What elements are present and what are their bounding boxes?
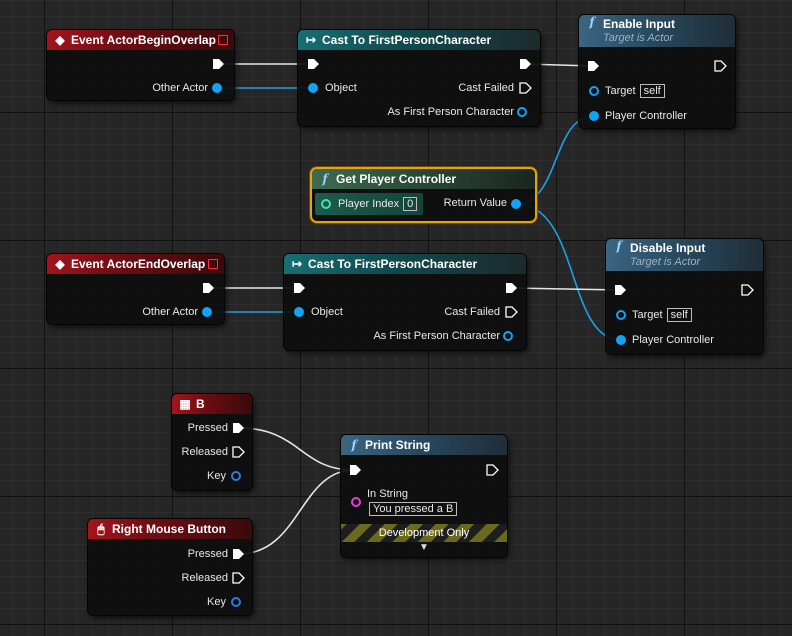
node-title: B xyxy=(196,397,205,411)
target-value-field[interactable]: self xyxy=(666,308,692,322)
node-header[interactable]: f Print String xyxy=(341,435,507,455)
delegate-pin-icon[interactable] xyxy=(208,259,218,269)
cast-arrow-icon: ↦ xyxy=(291,257,303,271)
node-header[interactable]: f Get Player Controller xyxy=(312,169,535,189)
node-header[interactable]: f Disable Input Target is Actor xyxy=(606,239,763,271)
expand-arrow-icon[interactable]: ▼ xyxy=(419,542,429,553)
in-string-label: In String xyxy=(367,488,408,500)
node-title: Cast To FirstPersonCharacter xyxy=(322,33,492,47)
keyboard-icon: ▦ xyxy=(179,397,191,411)
released-label: Released xyxy=(181,572,228,584)
node-subtitle: Target is Actor xyxy=(603,32,674,44)
function-icon: f xyxy=(322,172,328,186)
in-string-pin[interactable] xyxy=(351,497,361,507)
released-label: Released xyxy=(181,446,228,458)
pressed-label: Pressed xyxy=(187,422,228,434)
key-label: Key xyxy=(207,596,226,608)
key-pin[interactable] xyxy=(231,597,241,607)
target-value-field[interactable]: self xyxy=(639,84,665,98)
node-title: Get Player Controller xyxy=(336,172,457,186)
object-label: Object xyxy=(311,306,343,318)
function-icon: f xyxy=(616,239,622,253)
function-icon: f xyxy=(351,438,357,452)
node-title: Event ActorEndOverlap xyxy=(71,257,206,271)
return-value-label: Return Value xyxy=(443,197,507,209)
other-actor-pin[interactable] xyxy=(202,307,212,317)
node-header[interactable]: ↦ Cast To FirstPersonCharacter xyxy=(298,30,540,50)
player-index-pin[interactable] xyxy=(321,199,331,209)
other-actor-label: Other Actor xyxy=(152,82,208,94)
cast-to-first-person-character-node[interactable]: ↦ Cast To FirstPersonCharacter Object Ca… xyxy=(298,30,540,126)
node-title: Cast To FirstPersonCharacter xyxy=(308,257,478,271)
exec-wire xyxy=(238,427,355,471)
event-actor-begin-overlap-node[interactable]: ◆ Event ActorBeginOverlap Other Actor xyxy=(47,30,234,100)
player-index-row xyxy=(315,193,423,215)
node-subtitle: Target is Actor xyxy=(630,256,701,268)
exec-wire xyxy=(238,469,355,555)
in-string-value-field[interactable]: You pressed a B xyxy=(369,502,458,516)
player-index-label: Player Index xyxy=(338,198,400,210)
event-diamond-icon: ◆ xyxy=(55,257,65,271)
node-header[interactable]: f Enable Input Target is Actor xyxy=(579,15,735,47)
target-pin[interactable] xyxy=(589,86,599,96)
player-controller-label: Player Controller xyxy=(632,334,714,346)
other-actor-label: Other Actor xyxy=(142,306,198,318)
node-title: Print String xyxy=(365,438,431,452)
right-mouse-button-input-node[interactable]: 🖱 Right Mouse Button Pressed Released Ke… xyxy=(88,519,252,615)
target-label: Target xyxy=(605,85,636,97)
print-string-node[interactable]: f Print String In String You pressed a B… xyxy=(341,435,507,557)
node-title: Enable Input xyxy=(603,17,675,31)
node-title: Event ActorBeginOverlap xyxy=(71,33,216,47)
node-title: Disable Input xyxy=(630,241,706,255)
node-title: Right Mouse Button xyxy=(112,522,226,536)
as-first-person-character-label: As First Person Character xyxy=(373,330,500,342)
node-header[interactable]: 🖱 Right Mouse Button xyxy=(88,519,252,539)
event-diamond-icon: ◆ xyxy=(55,33,65,47)
key-pin[interactable] xyxy=(231,471,241,481)
node-header[interactable]: ↦ Cast To FirstPersonCharacter xyxy=(284,254,526,274)
object-pin[interactable] xyxy=(308,83,318,93)
node-header[interactable]: ▦ B xyxy=(172,394,252,414)
target-label: Target xyxy=(632,309,663,321)
key-b-input-node[interactable]: ▦ B Pressed Released Key xyxy=(172,394,252,490)
node-header[interactable]: ◆ Event ActorEndOverlap xyxy=(47,254,224,274)
as-first-person-character-label: As First Person Character xyxy=(387,106,514,118)
target-pin[interactable] xyxy=(616,310,626,320)
player-index-value-field[interactable]: 0 xyxy=(403,197,418,211)
pressed-label: Pressed xyxy=(187,548,228,560)
player-controller-pin[interactable] xyxy=(589,111,599,121)
as-first-person-character-pin[interactable] xyxy=(517,107,527,117)
cast-failed-label: Cast Failed xyxy=(458,82,514,94)
player-controller-pin[interactable] xyxy=(616,335,626,345)
cast-failed-label: Cast Failed xyxy=(444,306,500,318)
as-first-person-character-pin[interactable] xyxy=(503,331,513,341)
delegate-pin-icon[interactable] xyxy=(218,35,228,45)
cast-to-first-person-character-node[interactable]: ↦ Cast To FirstPersonCharacter Object Ca… xyxy=(284,254,526,350)
event-actor-end-overlap-node[interactable]: ◆ Event ActorEndOverlap Other Actor xyxy=(47,254,224,324)
object-label: Object xyxy=(325,82,357,94)
object-pin[interactable] xyxy=(294,307,304,317)
other-actor-pin[interactable] xyxy=(212,83,222,93)
return-value-pin[interactable] xyxy=(511,199,521,209)
cast-arrow-icon: ↦ xyxy=(305,33,317,47)
key-label: Key xyxy=(207,470,226,482)
node-header[interactable]: ◆ Event ActorBeginOverlap xyxy=(47,30,234,50)
development-only-banner: Development Only xyxy=(341,524,507,542)
function-icon: f xyxy=(589,15,595,29)
exec-wire xyxy=(510,287,621,291)
player-controller-label: Player Controller xyxy=(605,110,687,122)
mouse-icon: 🖱 xyxy=(97,522,105,536)
